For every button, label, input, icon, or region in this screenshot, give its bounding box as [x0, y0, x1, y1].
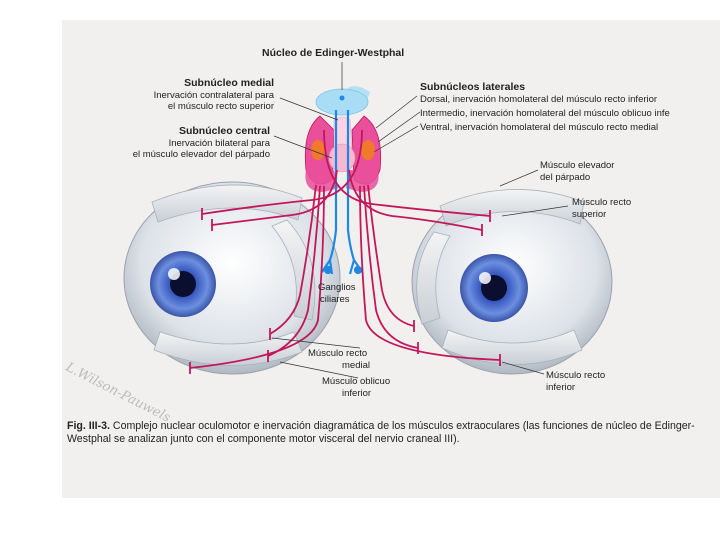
lateral-intermediate-label: Intermedio, inervación homolateral del m… — [420, 108, 670, 119]
right-orange-subnucleus — [361, 140, 375, 160]
lateral-ventral-label: Ventral, inervación homolateral del músc… — [420, 122, 658, 133]
figure-caption: Fig. III-3. Complejo nuclear oculomotor … — [67, 420, 720, 446]
superior-rectus-label-2: superior — [572, 209, 606, 220]
ew-nucleus-label: Núcleo de Edinger-Westphal — [262, 48, 404, 59]
inferior-oblique-label-2: inferior — [342, 388, 371, 399]
central-subnucleus-desc-1: Inervación bilateral para — [102, 138, 270, 149]
central-subnucleus-title: Subnúcleo central — [152, 126, 270, 137]
levator-label-1: Músculo elevador — [540, 160, 614, 171]
ciliary-ganglia-label-2: ciliares — [320, 294, 350, 305]
inferior-rectus-label-1: Músculo recto — [546, 370, 605, 381]
medial-rectus-label-1: Músculo recto — [308, 348, 367, 359]
medial-rectus-label-2: medial — [342, 360, 370, 371]
medial-subnucleus-desc-1: Inervación contralateral para — [114, 90, 274, 101]
caption-text: Complejo nuclear oculomotor e inervación… — [67, 420, 695, 445]
medial-subnucleus-desc-2: el músculo recto superior — [114, 101, 274, 112]
medial-subnucleus-title: Subnúcleo medial — [162, 78, 274, 89]
central-subnucleus-desc-2: el músculo elevador del párpado — [92, 149, 270, 160]
ciliary-ganglia-label-1: Ganglios — [318, 282, 356, 293]
superior-rectus-label-1: Músculo recto — [572, 197, 631, 208]
levator-label-2: del párpado — [540, 172, 590, 183]
inferior-rectus-label-2: inferior — [546, 382, 575, 393]
figure-page: Núcleo de Edinger-Westphal Subnúcleo med… — [62, 20, 720, 498]
oculomotor-nucleus — [305, 86, 380, 192]
lateral-dorsal-label: Dorsal, inervación homolateral del múscu… — [420, 94, 657, 105]
left-orange-subnucleus — [311, 140, 325, 160]
edinger-westphal-nucleus — [316, 89, 368, 115]
caption-label: Fig. III-3. — [67, 420, 110, 432]
central-subnucleus — [329, 144, 355, 172]
inferior-oblique-label-1: Músculo oblicuo — [322, 376, 390, 387]
lateral-subnuclei-title: Subnúcleos laterales — [420, 82, 525, 93]
